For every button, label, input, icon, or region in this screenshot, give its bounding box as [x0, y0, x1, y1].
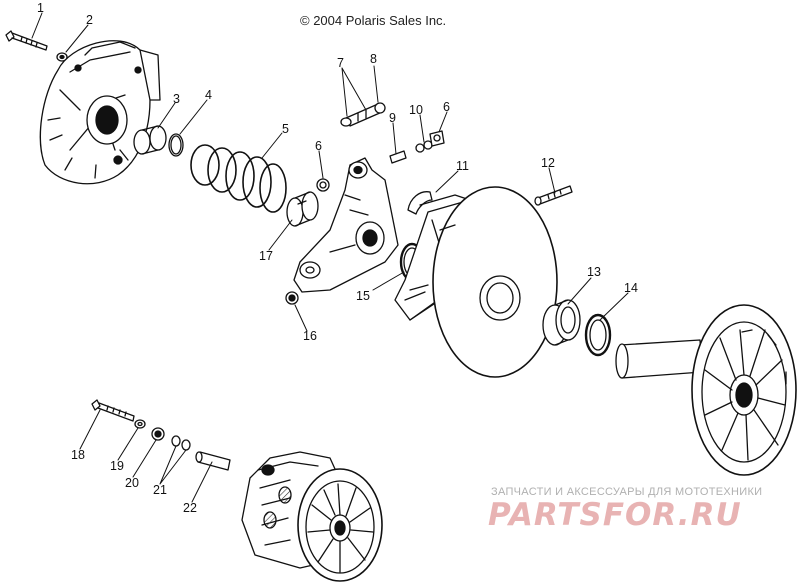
part-13-bushing — [542, 299, 581, 346]
callout-6a: 6 — [315, 139, 322, 153]
part-6-nut-right — [429, 130, 445, 147]
moveable-sheave — [394, 186, 558, 378]
part-14-ring — [584, 313, 612, 357]
spider-arm — [293, 157, 399, 293]
callout-4: 4 — [205, 88, 212, 102]
callout-3: 3 — [173, 92, 180, 106]
part-4-ring — [168, 133, 184, 157]
callout-10: 10 — [409, 103, 423, 117]
part-12-bolt — [534, 185, 573, 206]
callout-labels: 1 2 3 4 5 6 6 7 8 9 10 11 12 13 14 15 16… — [37, 1, 638, 515]
callout-6b: 6 — [443, 100, 450, 114]
part-20-nut — [151, 427, 165, 441]
part-6-nut — [316, 178, 330, 192]
part-17-roller — [286, 191, 319, 227]
leader-lines — [31, 12, 629, 503]
callout-16: 16 — [303, 329, 317, 343]
watermark-tagline: ЗАПЧАСТИ И АКСЕССУАРЫ ДЛЯ МОТОТЕХНИКИ — [491, 486, 763, 498]
part-2-washer — [56, 52, 68, 62]
callout-19: 19 — [110, 459, 124, 473]
callout-2: 2 — [86, 13, 93, 27]
callout-14: 14 — [624, 281, 638, 295]
part-18-bolt — [91, 399, 135, 422]
part-1-bolt — [5, 30, 48, 51]
part-9-pin — [389, 150, 407, 164]
part-10-washer — [415, 140, 433, 153]
watermark-logo: PARTSFOR.RU — [488, 497, 742, 533]
callout-15: 15 — [356, 289, 370, 303]
part-22-pin — [195, 451, 231, 471]
callout-20: 20 — [125, 476, 139, 490]
callout-5: 5 — [282, 122, 289, 136]
part-11-button — [407, 191, 433, 215]
callout-21: 21 — [153, 483, 167, 497]
part-3-bushing — [133, 125, 167, 155]
part-19-washer — [134, 419, 146, 429]
callout-22: 22 — [183, 501, 197, 515]
part-16-nut — [285, 291, 299, 305]
callout-8: 8 — [370, 52, 377, 66]
part-5-spring — [190, 144, 287, 213]
part-7-8-pin — [340, 102, 386, 127]
callout-12: 12 — [541, 156, 555, 170]
callout-11: 11 — [456, 159, 469, 173]
cover-housing — [39, 40, 161, 185]
assembled-clutch — [241, 451, 383, 582]
callout-18: 18 — [71, 448, 85, 462]
callout-7: 7 — [337, 56, 344, 70]
copyright-notice: © 2004 Polaris Sales Inc. — [300, 13, 447, 28]
callout-13: 13 — [587, 265, 601, 279]
callout-9: 9 — [389, 111, 396, 125]
fixed-sheave — [615, 304, 797, 476]
callout-17: 17 — [259, 249, 273, 263]
callout-1: 1 — [37, 1, 44, 15]
